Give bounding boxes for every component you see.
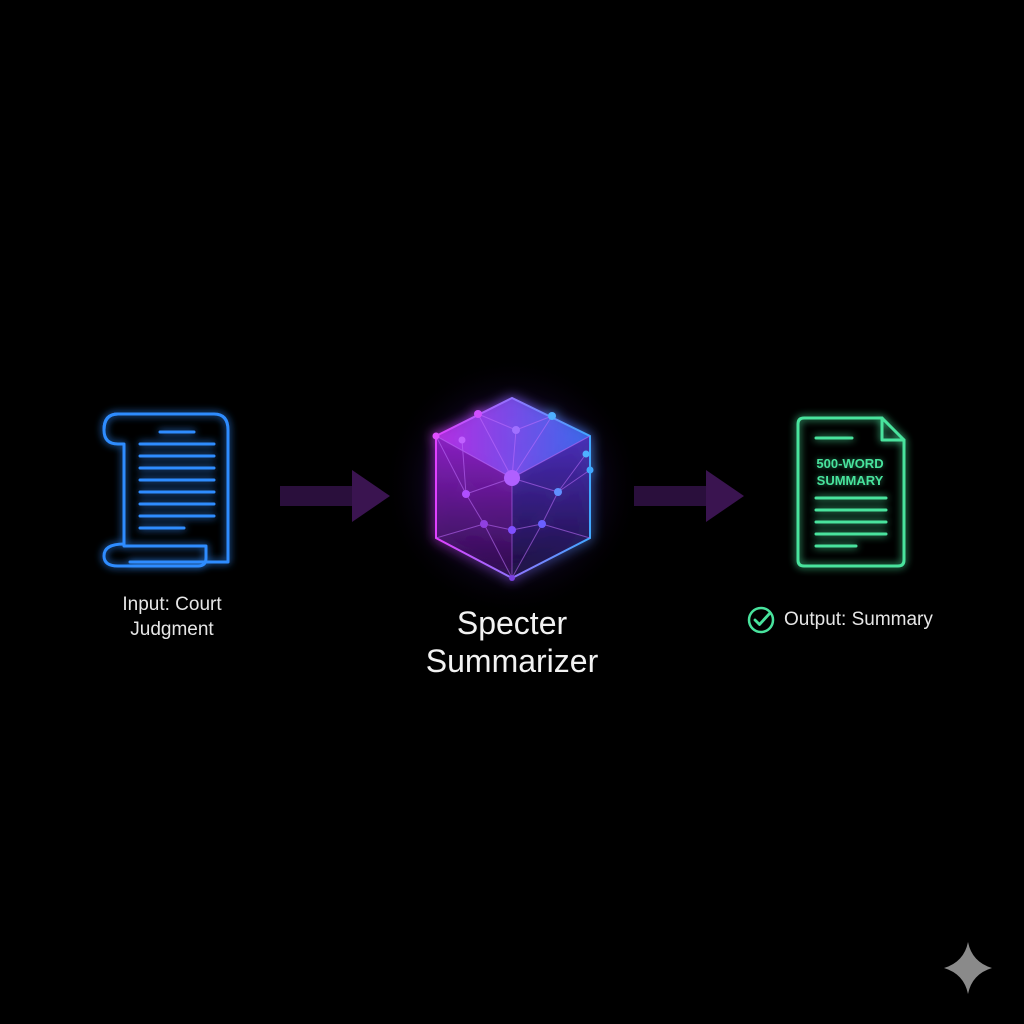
summary-doc-line-1: 500-WORD (816, 456, 884, 471)
arrow-right-icon (634, 470, 744, 522)
scroll-document-icon (102, 412, 230, 568)
sparkle-icon (944, 942, 992, 994)
input-label: Input: Court Judgment (82, 592, 262, 642)
summary-document-icon (796, 416, 906, 568)
input-label-line-1: Input: Court (122, 594, 222, 615)
model-label: Specter Summarizer (362, 604, 662, 680)
summary-document-text: 500-WORD SUMMARY (800, 455, 900, 489)
neural-cube-icon (382, 356, 642, 616)
summary-doc-line-2: SUMMARY (816, 473, 884, 488)
input-label-line-2: Judgment (130, 619, 214, 640)
output-label: Output: Summary (746, 604, 933, 636)
output-label-text: Output: Summary (784, 609, 933, 630)
model-label-line-1: Specter (456, 605, 568, 641)
model-label-line-2: Summarizer (425, 643, 599, 679)
arrow-right-icon (280, 470, 390, 522)
check-circle-icon (747, 606, 775, 634)
